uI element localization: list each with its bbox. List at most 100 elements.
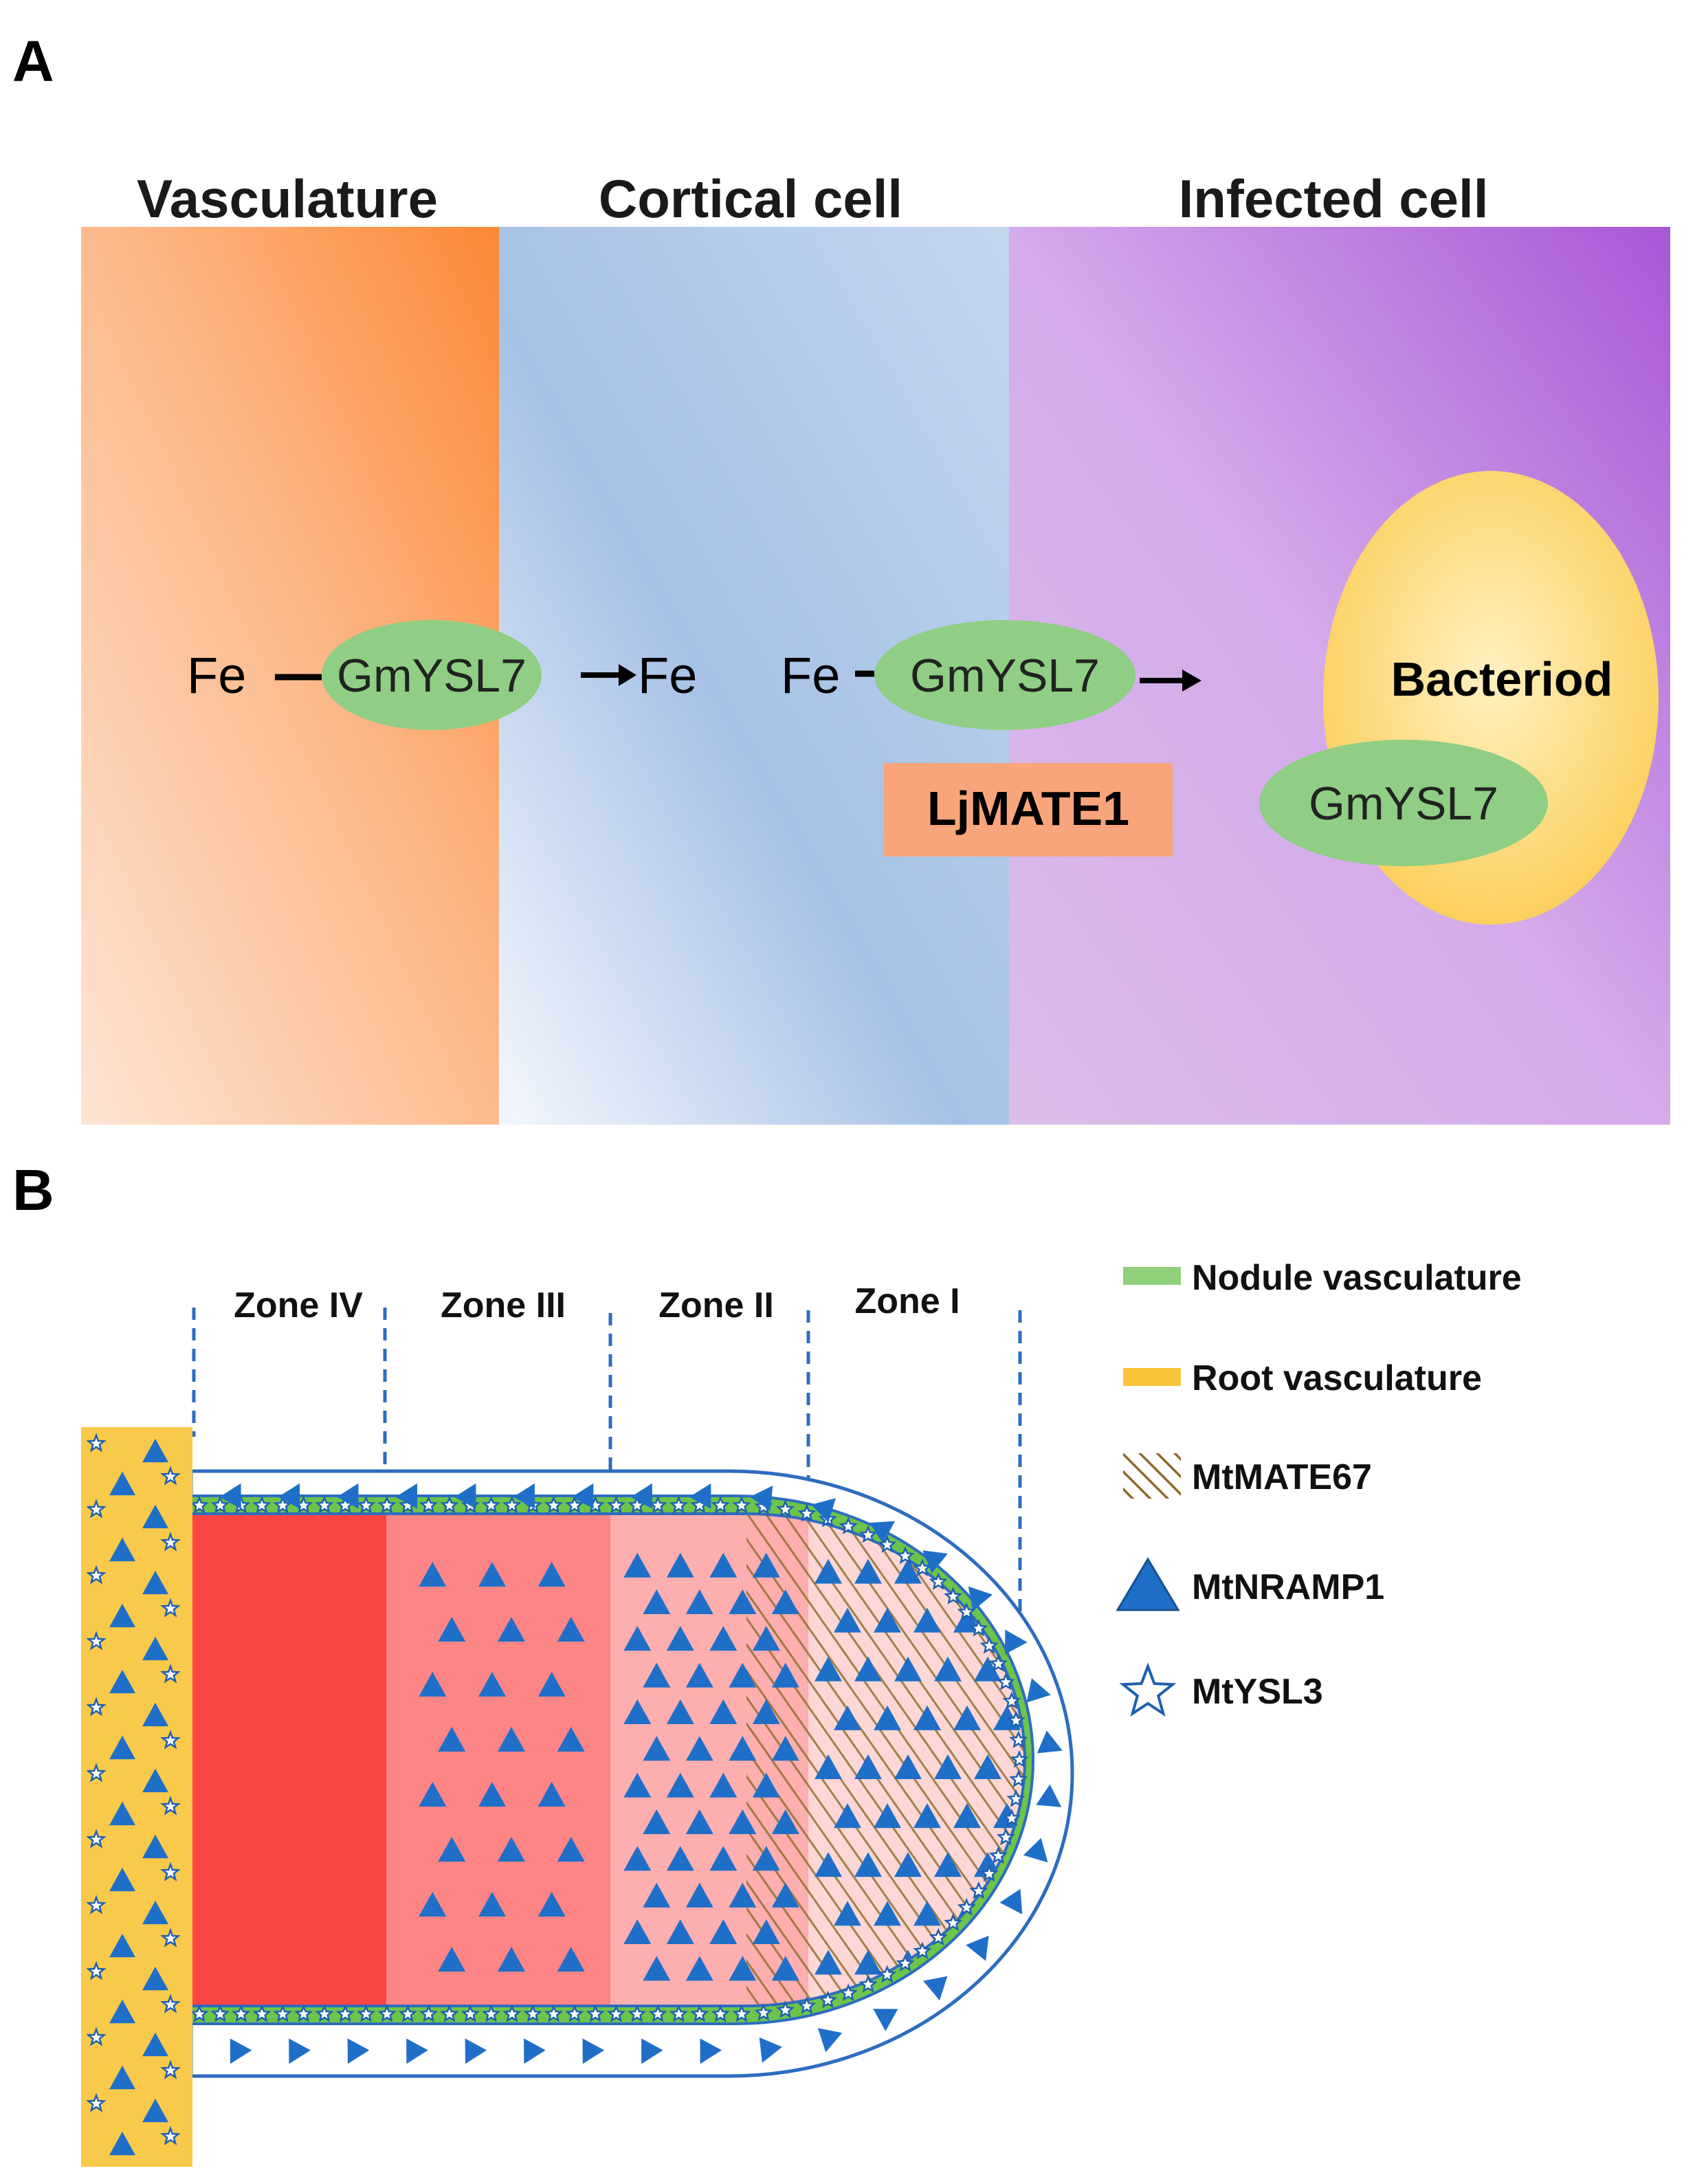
mtysl3-marker: [190, 2004, 209, 2022]
mtnramp1-marker: [894, 1754, 922, 1779]
mtnramp1-marker: [623, 1699, 652, 1724]
mtysl3-marker: [969, 1881, 988, 1899]
mtnramp1-marker: [142, 2032, 168, 2057]
root-markers: [86, 1433, 181, 2156]
mtysl3-marker: [482, 1495, 501, 1514]
mtysl3-marker: [357, 1495, 376, 1514]
mtnramp1-marker: [454, 1483, 476, 1509]
legend-nodule-vasculature-swatch: [1123, 1267, 1181, 1285]
mtnramp1-marker: [630, 1483, 653, 1509]
mtysl3-marker: [896, 1546, 915, 1565]
mtnramp1-marker: [438, 1617, 466, 1642]
mtysl3-marker: [988, 1654, 1008, 1672]
mtnramp1-marker: [953, 1705, 981, 1730]
mtnramp1-marker: [834, 1705, 861, 1730]
mtnramp1-marker: [834, 1607, 861, 1633]
legend-mtnramp1-label: MtNRAMP1: [1192, 1567, 1384, 1607]
mtnramp1-marker: [709, 1919, 738, 1944]
mtnramp1-marker: [666, 1699, 694, 1724]
mtysl3-marker: [586, 2004, 605, 2022]
mtnramp1-marker: [557, 1727, 585, 1752]
mtysl3-marker: [929, 1571, 948, 1590]
mtysl3-marker: [988, 1846, 1008, 1864]
mtnramp1-marker: [811, 1498, 836, 1523]
mtnramp1-marker: [834, 1901, 861, 1926]
ljmate1-box: [884, 763, 1173, 857]
mtnramp1-marker: [438, 1837, 466, 1862]
mtnramp1-marker: [815, 1558, 842, 1584]
mtysl3-marker: [606, 2004, 626, 2022]
mtysl3-marker: [523, 2004, 542, 2022]
mtysl3-marker: [252, 1495, 272, 1514]
mtnramp1-marker: [666, 1626, 694, 1651]
mtnramp1-marker: [419, 1562, 447, 1587]
mtnramp1-marker: [815, 1852, 842, 1877]
mtysl3-marker: [440, 2004, 459, 2022]
mtysl3-marker: [232, 2004, 251, 2022]
mtysl3-marker: [252, 2004, 272, 2022]
mtysl3-marker: [86, 1763, 107, 1783]
zone-ii-label: Zone II: [658, 1286, 774, 1325]
mtnramp1-marker: [109, 1471, 135, 1496]
vasculature-title: Vasculature: [137, 168, 438, 229]
mtnramp1-marker: [538, 1562, 566, 1587]
mtnramp1-marker: [278, 1483, 300, 1509]
mtnramp1-marker: [894, 1558, 922, 1584]
mtysl3-marker: [957, 1602, 976, 1620]
mtnramp1-marker: [752, 1699, 780, 1724]
mtnramp1-marker: [538, 1672, 566, 1697]
mtnramp1-marker: [729, 1736, 757, 1761]
mtnramp1-marker: [289, 2038, 311, 2064]
fe-label-3: Fe: [781, 647, 840, 704]
legend-mtysl3-star-icon: [1119, 1662, 1177, 1717]
mtnramp1-marker: [666, 1552, 694, 1578]
mtnramp1-marker: [643, 1736, 671, 1761]
mtnramp1-marker: [395, 1483, 418, 1509]
mtnramp1-marker: [666, 1919, 694, 1944]
zone-i-label: Zone I: [854, 1281, 960, 1321]
mtnramp1-marker: [1037, 1730, 1063, 1754]
mtysl3-marker: [502, 2004, 522, 2022]
root-vasculature: [81, 1427, 192, 2167]
mtnramp1-marker: [142, 1438, 168, 1463]
mtysl3-marker: [996, 1827, 1015, 1846]
mtysl3-marker: [1006, 1789, 1026, 1807]
mtnramp1-marker: [142, 2098, 168, 2123]
mtnramp1-marker: [666, 1772, 694, 1798]
mtnramp1-marker: [419, 1892, 447, 1917]
ljmate1-label: LjMATE1: [927, 782, 1129, 835]
legend-mtysl3-label: MtYSL3: [1192, 1672, 1323, 1712]
gmysl7-transporter-2: [874, 620, 1135, 730]
mtnramp1-marker: [498, 1837, 525, 1862]
mtysl3-marker: [398, 2004, 417, 2022]
gmysl7-transporter-1: [322, 620, 542, 730]
mtnramp1-marker: [709, 1846, 738, 1871]
gmysl7-label-2: GmYSL7: [910, 650, 1100, 702]
mtnramp1-marker: [854, 1656, 882, 1681]
mtnramp1-marker: [752, 1626, 780, 1651]
mtnramp1-marker: [729, 1882, 757, 1908]
mtysl3-marker: [335, 2004, 355, 2022]
mtysl3-marker: [979, 1635, 999, 1654]
mtysl3-marker: [858, 1525, 878, 1543]
mtnramp1-marker: [685, 1736, 713, 1761]
mtnramp1-marker: [478, 1562, 506, 1587]
mtnramp1-marker: [913, 1705, 941, 1730]
mtnramp1-marker: [815, 1950, 842, 1975]
mtnramp1-marker: [142, 1570, 168, 1595]
mtysl3-marker: [913, 1558, 932, 1577]
mtnramp1-marker: [538, 1782, 566, 1807]
mtnramp1-marker: [643, 1662, 671, 1688]
mtysl3-marker: [160, 2126, 181, 2146]
mtnramp1-marker: [465, 2038, 487, 2064]
mtnramp1-marker: [142, 1834, 168, 1859]
mtysl3-marker: [86, 1697, 107, 1717]
mtnramp1-marker: [623, 1919, 652, 1944]
mtnramp1-marker: [337, 1483, 359, 1509]
mtysl3-marker: [160, 2060, 181, 2080]
bacteroid-label: Bacteriod: [1391, 652, 1613, 706]
mtnramp1-marker: [513, 1483, 535, 1509]
mtnramp1-marker: [759, 2037, 782, 2063]
mtnramp1-marker: [109, 1537, 135, 1562]
